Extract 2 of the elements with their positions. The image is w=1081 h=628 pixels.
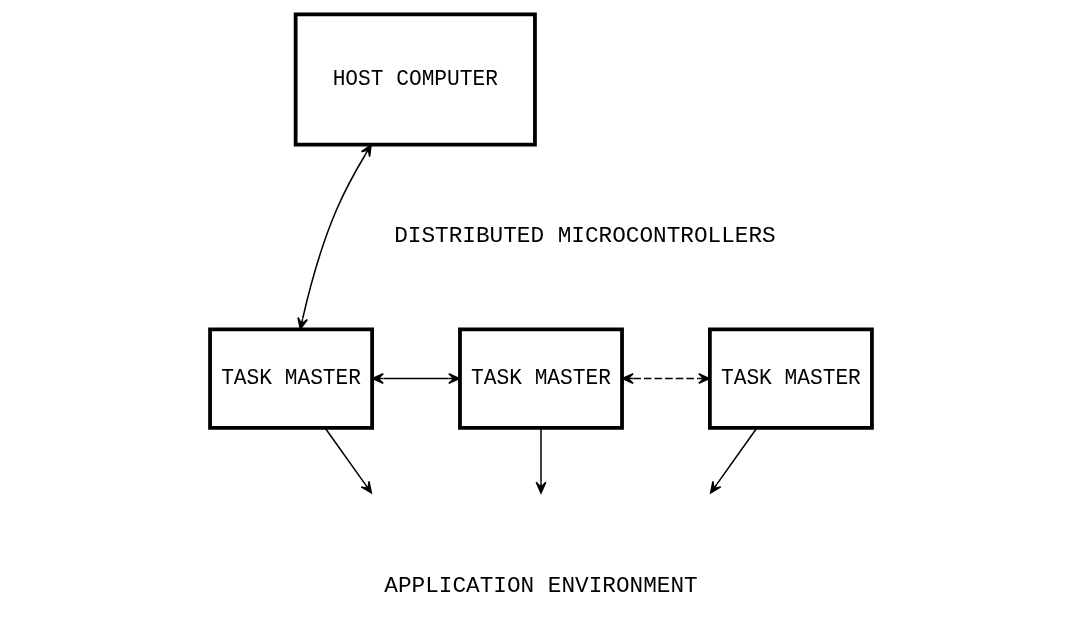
- label: DISTRIBUTED MICROCONTROLLERS: [393, 223, 776, 250]
- label: APPLICATION ENVIRONMENT: [383, 572, 698, 599]
